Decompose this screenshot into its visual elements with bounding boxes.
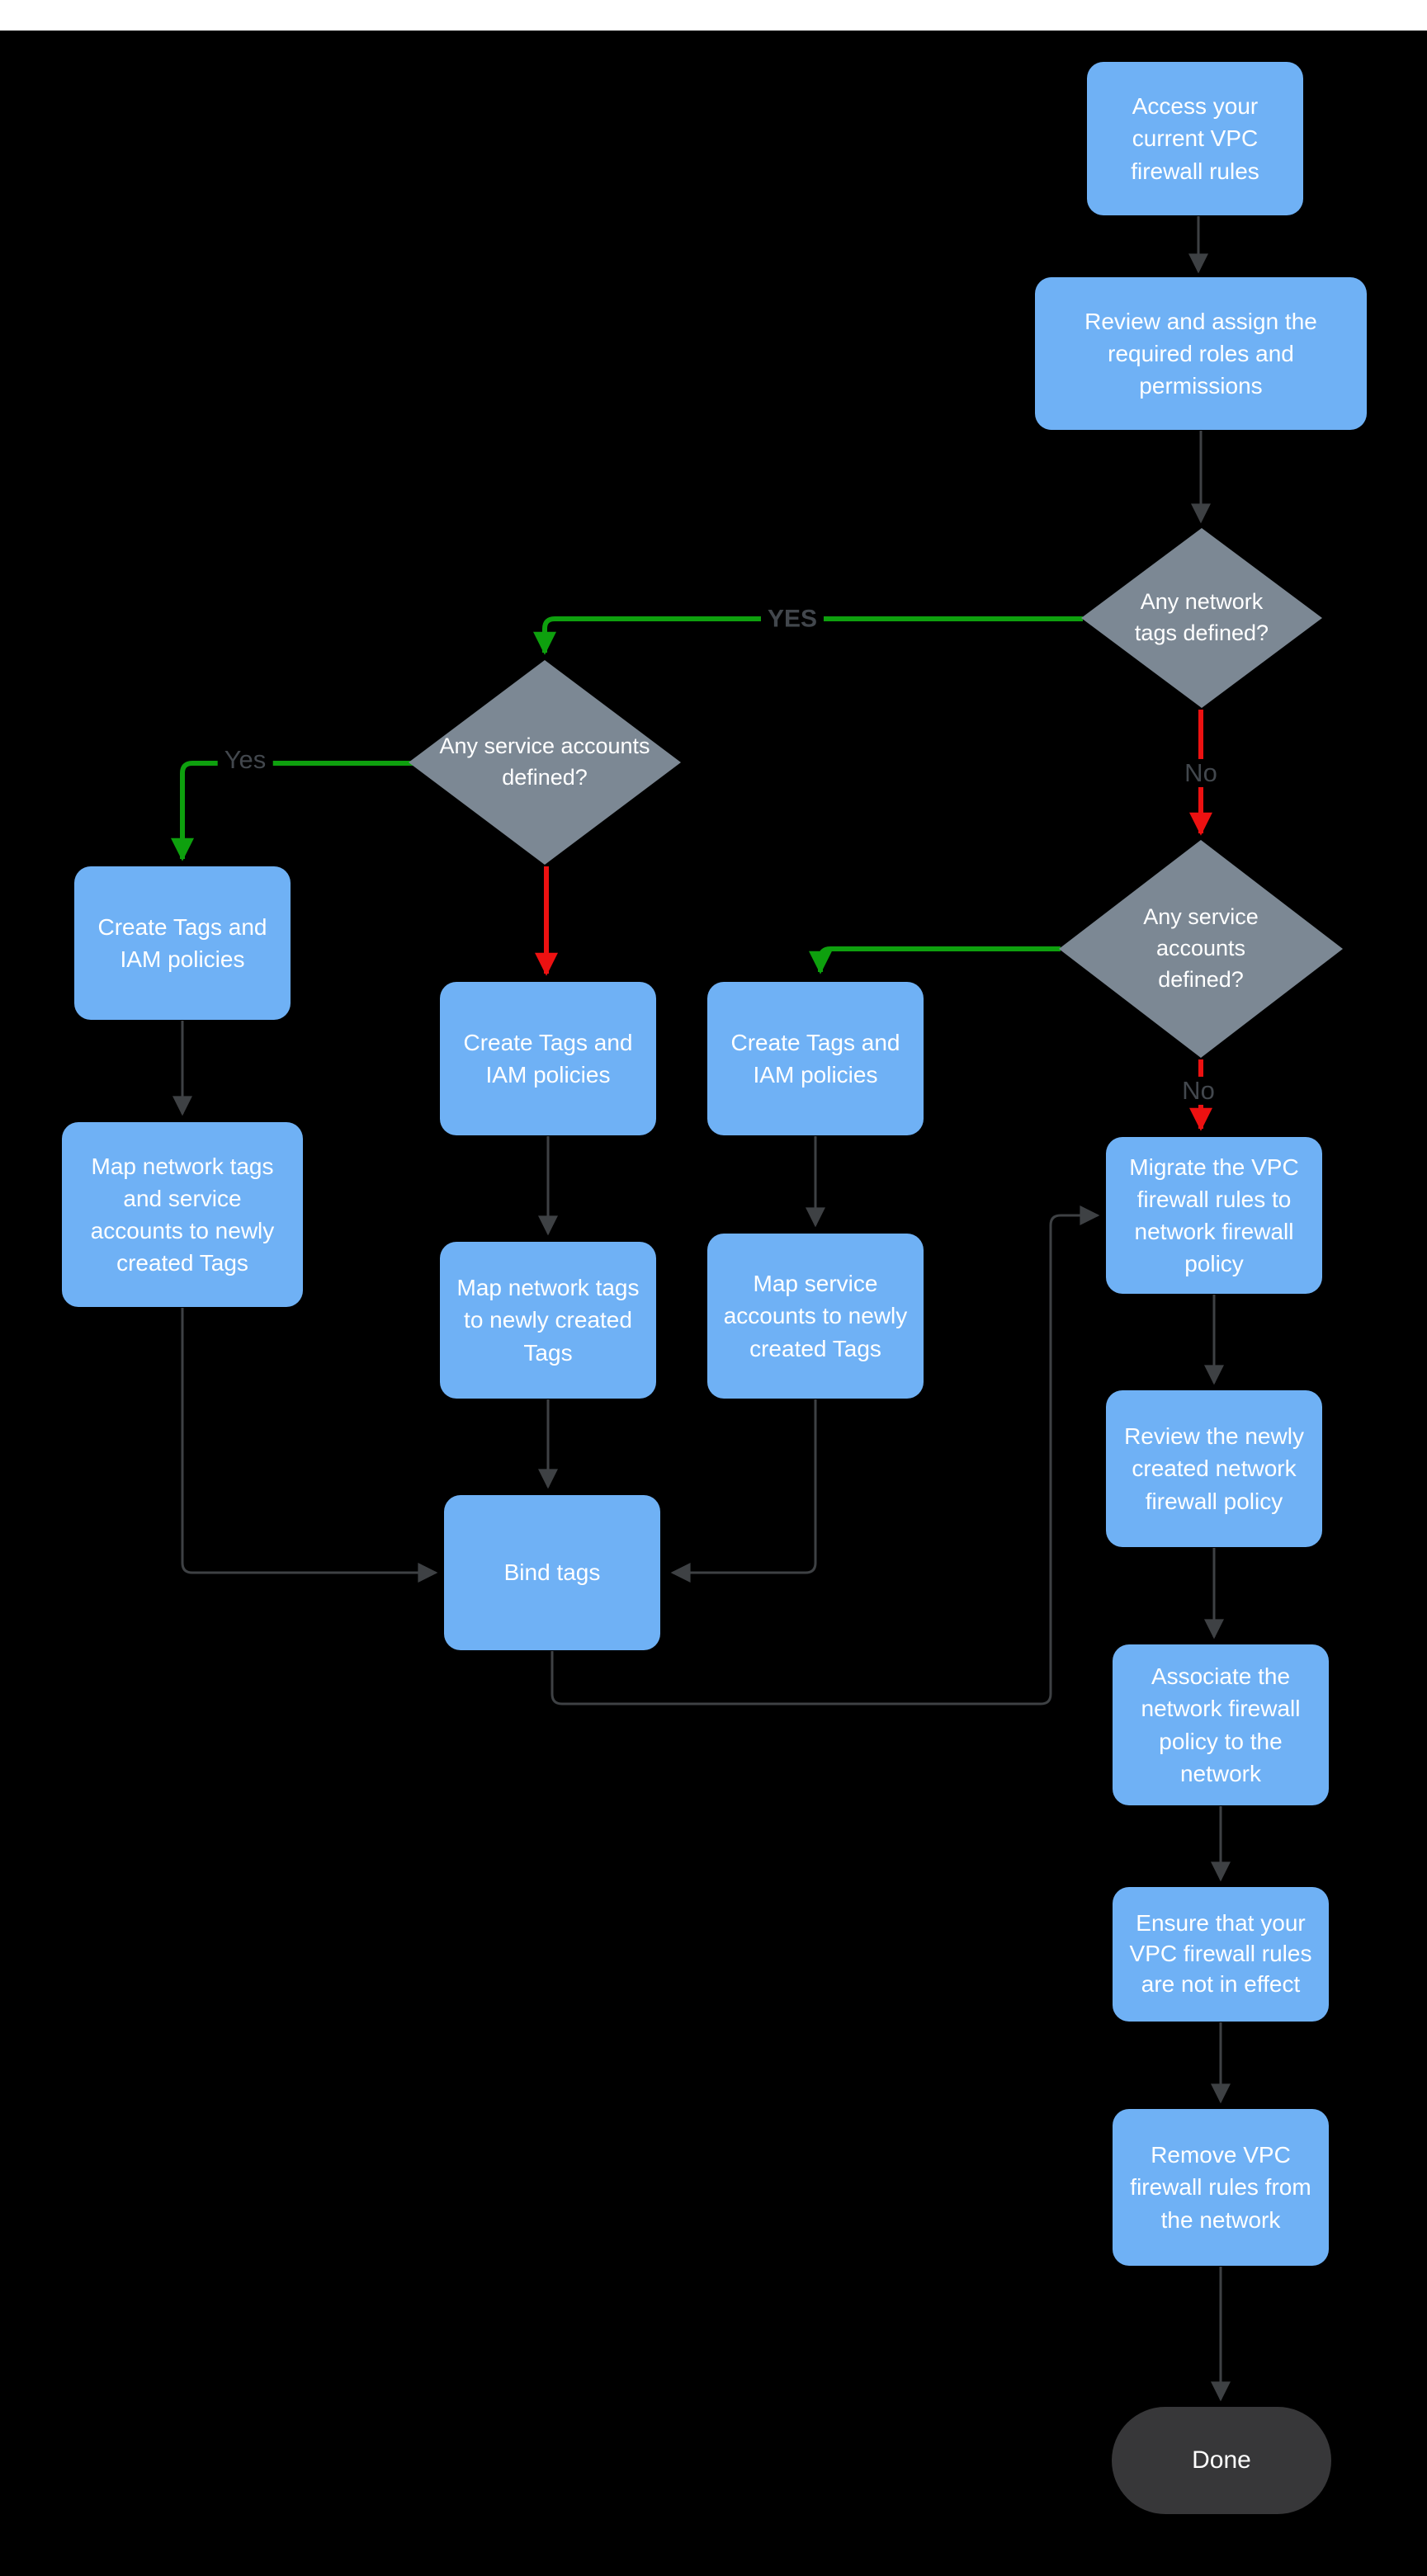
node-create-tags-iam-middle: Create Tags and IAM policies — [440, 982, 656, 1135]
node-review-network-firewall-policy: Review the newly created network firewal… — [1106, 1390, 1322, 1547]
node-migrate-vpc-firewall-rules: Migrate the VPC firewall rules to networ… — [1106, 1137, 1322, 1294]
node-ensure-rules-not-in-effect: Ensure that your VPC firewall rules are … — [1113, 1887, 1329, 2022]
node-remove-vpc-firewall-rules: Remove VPC firewall rules from the netwo… — [1113, 2109, 1329, 2266]
decision-label: Any service accounts defined? — [1143, 904, 1259, 992]
edge-yes-service-accounts-right — [809, 946, 1061, 974]
node-review-and-assign-roles: Review and assign the required roles and… — [1035, 277, 1367, 430]
edge-label-no-upper: No — [1178, 758, 1224, 788]
edge-label-yes-left: Yes — [217, 745, 273, 775]
edge-map-both-to-bind — [181, 1308, 438, 1583]
edge-yes-network-tags — [533, 616, 1083, 655]
node-map-network-tags: Map network tags to newly created Tags — [440, 1242, 656, 1399]
node-access-current-vpc-firewall-rules: Access your current VPC firewall rules — [1087, 62, 1303, 215]
edge-yes-service-accounts-left — [171, 761, 415, 861]
node-associate-policy-to-network: Associate the network firewall policy to… — [1113, 1644, 1329, 1805]
edge-label-yes-upper: YES — [760, 605, 825, 633]
node-map-network-tags-and-service-accounts: Map network tags and service accounts to… — [62, 1122, 303, 1307]
node-create-tags-iam-left: Create Tags and IAM policies — [74, 866, 291, 1020]
edge-map-service-to-bind — [670, 1399, 817, 1583]
decision-label: Any network tags defined? — [1134, 589, 1269, 645]
decision-label: Any service accounts defined? — [439, 734, 650, 790]
node-create-tags-iam-right: Create Tags and IAM policies — [707, 982, 924, 1135]
node-map-service-accounts: Map service accounts to newly created Ta… — [707, 1234, 924, 1399]
terminator-done: Done — [1112, 2407, 1331, 2514]
edge-bind-to-migrate — [550, 1205, 1100, 1706]
edge-label-no-lower: No — [1175, 1076, 1221, 1106]
node-bind-tags: Bind tags — [444, 1495, 660, 1650]
top-white-bar — [0, 0, 1427, 31]
